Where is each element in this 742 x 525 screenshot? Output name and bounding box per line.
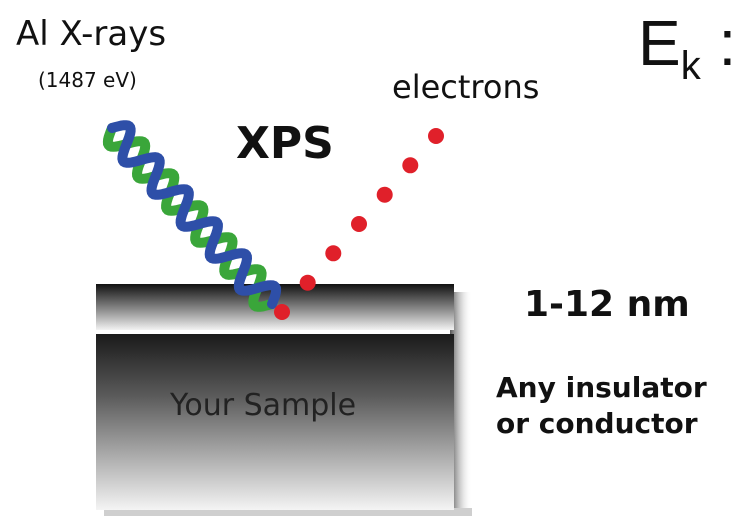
electron-dot — [325, 245, 342, 262]
electron-dot — [351, 216, 367, 232]
depth-label: 1-12 nm — [524, 284, 690, 325]
xray-source-label: Al X-rays — [16, 14, 167, 54]
ek-subscript: k — [680, 44, 701, 88]
xray-energy-label: (1487 eV) — [38, 68, 137, 92]
sample-shadow — [450, 292, 472, 514]
xray-helix-green — [102, 123, 277, 312]
sample-body — [96, 334, 454, 510]
sample-block — [96, 284, 472, 516]
electron-dot — [299, 274, 316, 291]
ek-symbol: E — [638, 7, 681, 79]
kinetic-energy-symbol: Ek : — [638, 6, 736, 89]
sample-bottom-shadow — [104, 508, 472, 516]
electrons-label: electrons — [392, 68, 540, 106]
electron-path — [274, 128, 444, 320]
xray-helix-blue — [107, 120, 282, 309]
compatibility-line-1: Any insulator — [496, 371, 707, 404]
electron-dot — [428, 128, 444, 144]
electron-dot — [402, 157, 419, 174]
technique-label: XPS — [236, 118, 334, 169]
electron-dot — [376, 186, 393, 203]
sample-label: Your Sample — [170, 388, 357, 423]
xray-beam — [102, 120, 282, 312]
electron-dot — [274, 304, 290, 320]
compatibility-line-2: or conductor — [496, 407, 698, 440]
sample-compatibility: Any insulator or conductor — [496, 370, 707, 442]
ek-suffix: : — [700, 7, 737, 79]
